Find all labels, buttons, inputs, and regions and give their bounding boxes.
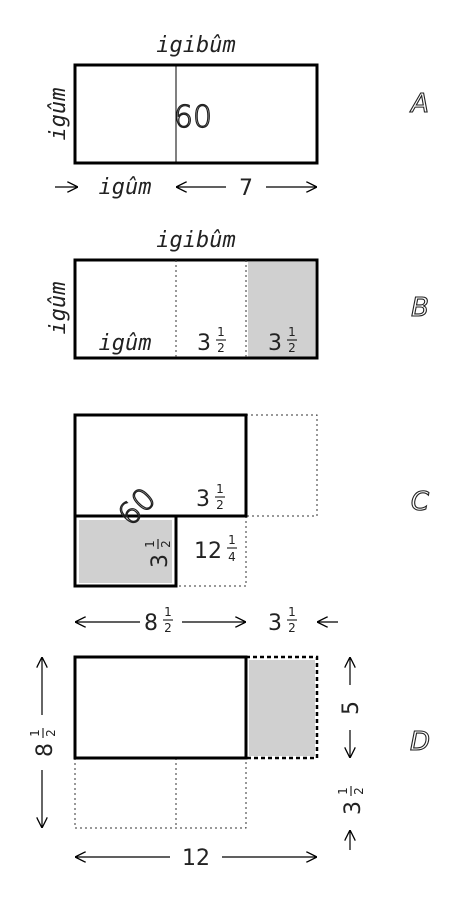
panel-d-dotted-lower xyxy=(74,757,247,829)
panel-a-width-label: 7 xyxy=(239,176,253,201)
svg-text:2: 2 xyxy=(159,540,173,548)
panel-c-shaded-square xyxy=(79,520,172,583)
panel-c-vertical-half-label: 3 1 2 xyxy=(143,539,173,568)
svg-text:1: 1 xyxy=(28,729,42,737)
panel-d-main-rectangle xyxy=(73,655,248,760)
panel-b-top-label: igibûm xyxy=(156,228,235,253)
svg-text:12: 12 xyxy=(194,539,222,564)
panel-b-shaded-region xyxy=(248,262,315,357)
svg-text:3: 3 xyxy=(268,331,282,356)
svg-text:1: 1 xyxy=(143,540,157,548)
width-eight-half-label: 8 1 2 xyxy=(144,605,173,636)
svg-text:1: 1 xyxy=(288,605,296,619)
svg-text:8: 8 xyxy=(144,611,158,636)
panel-c: 60 3 1 2 3 1 2 12 1 4 C xyxy=(73,413,430,588)
panel-c-dotted-extension-right xyxy=(245,414,318,517)
panel-c-quarter-label: 12 1 4 xyxy=(194,533,237,564)
svg-text:2: 2 xyxy=(164,621,172,635)
svg-text:3: 3 xyxy=(196,487,210,512)
panel-a-area-label: 60 xyxy=(174,100,212,135)
svg-text:1: 1 xyxy=(288,325,296,339)
svg-text:1: 1 xyxy=(216,482,224,496)
panel-d-letter: D xyxy=(410,727,430,757)
panel-a-top-label: igibûm xyxy=(156,33,235,58)
panel-a-left-label: igûm xyxy=(46,88,71,141)
panel-c-letter: C xyxy=(411,487,430,517)
svg-text:2: 2 xyxy=(217,341,225,355)
panel-b-rectangle xyxy=(73,258,319,360)
width-three-half-label: 3 1 2 xyxy=(268,605,297,636)
svg-text:1: 1 xyxy=(228,533,236,547)
width-dimension: 8 1 2 3 1 2 xyxy=(75,605,338,636)
panel-b-bottom-label: igûm xyxy=(99,331,152,356)
svg-text:2: 2 xyxy=(352,787,366,795)
svg-text:3: 3 xyxy=(341,801,366,815)
svg-text:1: 1 xyxy=(217,325,225,339)
svg-text:4: 4 xyxy=(228,550,236,564)
svg-text:3: 3 xyxy=(148,554,173,568)
three-half-vertical-label: 3 1 2 xyxy=(336,786,366,815)
svg-text:2: 2 xyxy=(288,341,296,355)
svg-text:2: 2 xyxy=(216,498,224,512)
panel-b-half-2: 3 1 2 xyxy=(268,325,297,356)
svg-text:2: 2 xyxy=(44,729,58,737)
panel-a-rectangle xyxy=(73,63,319,165)
svg-text:1: 1 xyxy=(164,605,172,619)
svg-text:8: 8 xyxy=(33,743,58,757)
height-eight-half-label: 8 1 2 xyxy=(28,728,58,757)
panel-a: igibûm igûm 60 igûm 7 A xyxy=(46,33,429,201)
svg-text:2: 2 xyxy=(288,621,296,635)
svg-text:3: 3 xyxy=(268,611,282,636)
panel-b-half-1: 3 1 2 xyxy=(197,325,226,356)
panel-a-letter: A xyxy=(409,89,429,119)
panel-b: igibûm igûm igûm 3 1 2 3 1 2 B xyxy=(46,228,429,360)
panel-d: 8 1 2 5 3 1 2 12 D xyxy=(28,655,431,871)
panel-c-half-label: 3 1 2 xyxy=(196,482,225,512)
panel-a-bottom-label: igûm xyxy=(99,175,152,200)
twelve-label: 12 xyxy=(182,846,210,871)
panel-d-dashed-rectangle xyxy=(244,655,319,760)
panel-d-shaded-region xyxy=(249,660,315,756)
five-label: 5 xyxy=(339,701,364,715)
panel-b-letter: B xyxy=(411,293,429,323)
svg-text:1: 1 xyxy=(336,787,350,795)
panel-b-left-label: igûm xyxy=(46,282,71,335)
panel-c-small-square xyxy=(73,514,178,588)
svg-text:3: 3 xyxy=(197,331,211,356)
